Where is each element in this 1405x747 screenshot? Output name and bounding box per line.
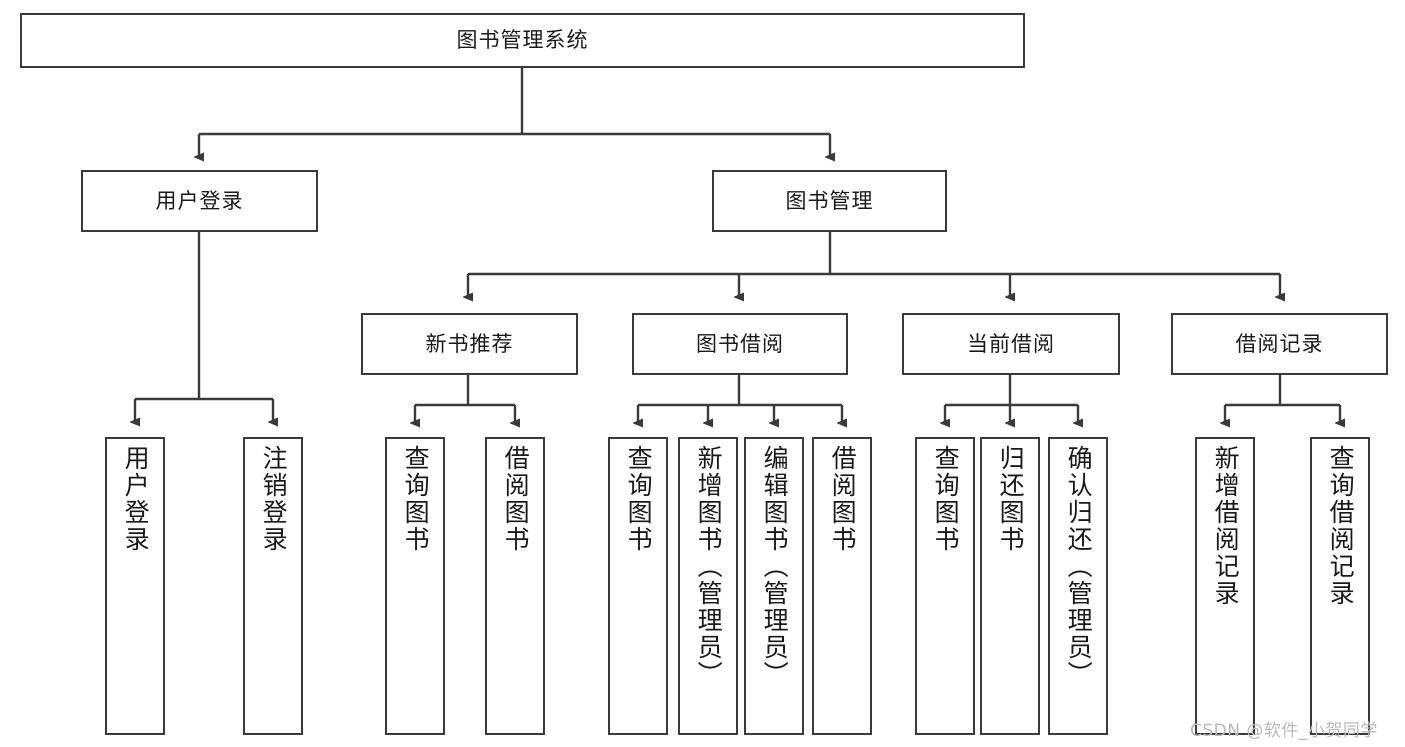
leaf-user-login[interactable]: 用户登录 xyxy=(105,437,165,735)
node-new-book-recommend[interactable]: 新书推荐 xyxy=(361,313,578,375)
node-label: 图书管理系统 xyxy=(456,28,589,53)
node-label: 新书推荐 xyxy=(425,331,514,356)
node-label: 编辑图书（管理员） xyxy=(760,445,790,688)
leaf-edit-book-admin[interactable]: 编辑图书（管理员） xyxy=(744,437,804,735)
node-label: 新增图书（管理员） xyxy=(694,445,724,688)
node-root-system[interactable]: 图书管理系统 xyxy=(20,13,1025,68)
node-label: 用户登录 xyxy=(121,445,151,553)
watermark: CSDN @软件_小贺同学 xyxy=(1190,721,1378,741)
node-label: 查询图书 xyxy=(931,445,961,553)
leaf-query-book-current[interactable]: 查询图书 xyxy=(915,437,975,735)
leaf-borrow-book-recommend[interactable]: 借阅图书 xyxy=(485,437,545,735)
node-label: 查询借阅记录 xyxy=(1326,445,1356,607)
node-current-borrow[interactable]: 当前借阅 xyxy=(902,313,1120,375)
node-label: 用户登录 xyxy=(155,188,244,213)
leaf-confirm-return-admin[interactable]: 确认归还（管理员） xyxy=(1048,437,1108,735)
leaf-return-book[interactable]: 归还图书 xyxy=(980,437,1040,735)
node-label: 借阅图书 xyxy=(828,445,858,553)
node-label: 归还图书 xyxy=(996,445,1026,553)
node-label: 注销登录 xyxy=(259,445,289,553)
node-label: 图书借阅 xyxy=(696,331,784,356)
node-label: 图书管理 xyxy=(785,188,874,213)
node-label: 确认归还（管理员） xyxy=(1064,445,1094,688)
node-label: 借阅记录 xyxy=(1235,331,1324,356)
leaf-query-borrow-record[interactable]: 查询借阅记录 xyxy=(1310,437,1370,735)
node-label: 当前借阅 xyxy=(967,331,1055,356)
node-label: 查询图书 xyxy=(624,445,654,553)
leaf-add-book-admin[interactable]: 新增图书（管理员） xyxy=(678,437,738,735)
node-user-login[interactable]: 用户登录 xyxy=(81,170,318,232)
node-book-borrow[interactable]: 图书借阅 xyxy=(632,313,848,375)
leaf-query-book-borrow[interactable]: 查询图书 xyxy=(608,437,668,735)
node-label: 借阅图书 xyxy=(501,445,531,553)
node-book-management[interactable]: 图书管理 xyxy=(712,170,947,232)
node-label: 查询图书 xyxy=(401,445,431,553)
leaf-borrow-book[interactable]: 借阅图书 xyxy=(812,437,872,735)
leaf-add-borrow-record[interactable]: 新增借阅记录 xyxy=(1195,437,1255,735)
leaf-logout[interactable]: 注销登录 xyxy=(243,437,303,735)
node-borrow-record[interactable]: 借阅记录 xyxy=(1171,313,1388,375)
leaf-query-book-recommend[interactable]: 查询图书 xyxy=(385,437,445,735)
node-label: 新增借阅记录 xyxy=(1211,445,1241,607)
